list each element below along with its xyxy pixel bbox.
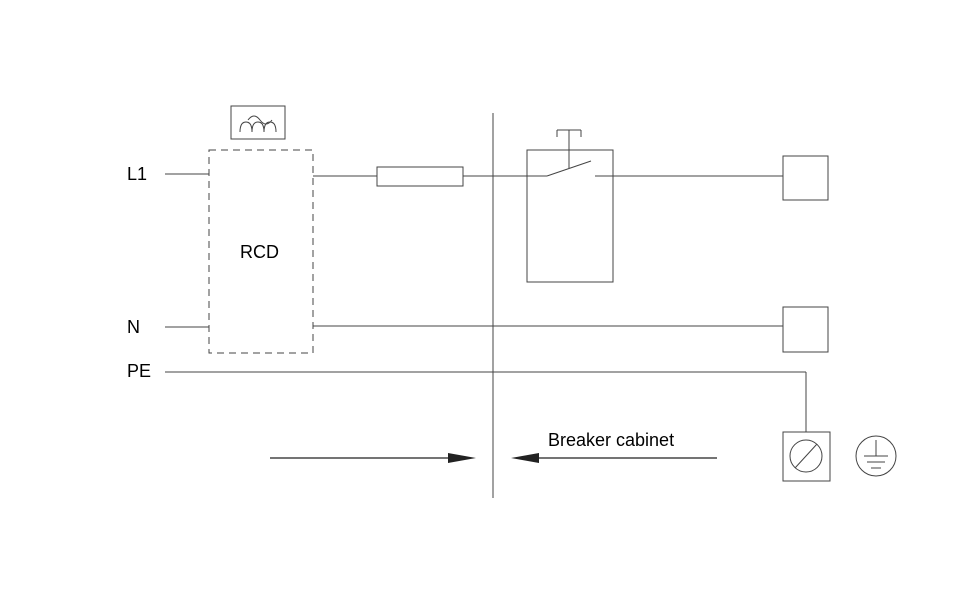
terminal-l1	[782, 155, 829, 201]
label-l1: L1	[127, 164, 147, 184]
earth-ground-icon	[855, 435, 897, 477]
breaker-cabinet-label: Breaker cabinet	[548, 430, 674, 450]
fuse-icon	[376, 166, 464, 187]
rcd-label: RCD	[240, 242, 279, 262]
waveform-icon	[230, 105, 286, 140]
arrow-left-icon	[511, 453, 717, 463]
conductor-pe	[165, 371, 807, 432]
conductor-n	[165, 325, 783, 328]
label-n: N	[127, 317, 140, 337]
breaker-switch-icon	[526, 129, 614, 283]
terminal-n	[782, 306, 829, 353]
label-pe: PE	[127, 361, 151, 381]
earth-terminal-icon	[782, 431, 831, 482]
rcd-device: RCD	[208, 149, 314, 354]
arrow-right-icon	[270, 453, 476, 463]
conductor-l1	[165, 173, 783, 177]
